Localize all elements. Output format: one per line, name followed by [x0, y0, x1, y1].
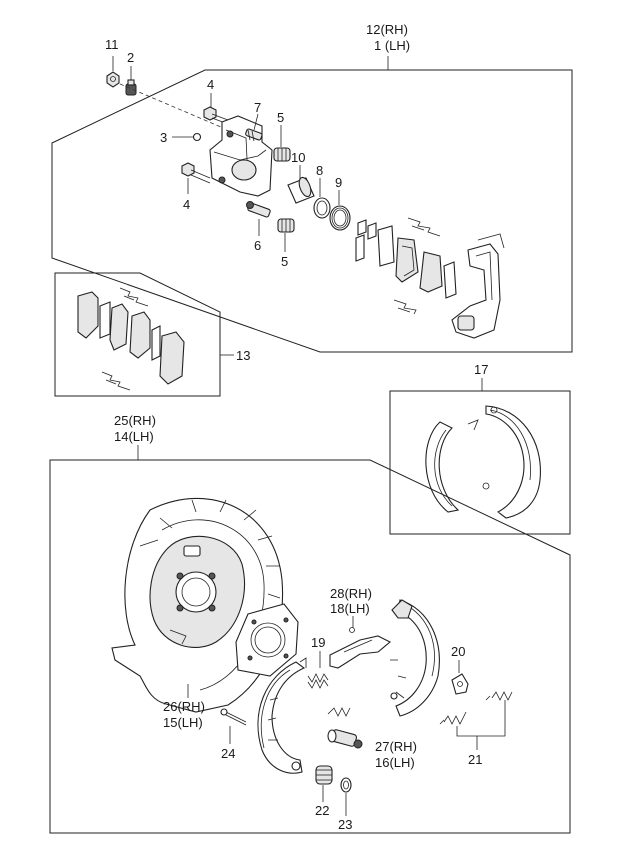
callout-7: 7 — [254, 100, 261, 115]
bolt-11 — [106, 71, 120, 88]
guide-pin-7 — [245, 128, 263, 142]
callout-22: 22 — [315, 803, 329, 818]
adjuster-27 — [327, 707, 363, 749]
parking-shoe-kit-frame — [389, 390, 571, 535]
parking-brake-frame — [49, 459, 571, 834]
parking-lever-28 — [329, 627, 391, 669]
dust-cap-3 — [192, 132, 202, 142]
pin-boot-5-upper — [273, 147, 291, 162]
pin-boot-5-lower — [277, 218, 295, 233]
callout-14-lh: 14(LH) — [114, 429, 154, 444]
callout-4-upper: 4 — [207, 77, 214, 92]
callout-5-lower: 5 — [281, 254, 288, 269]
callout-9: 9 — [335, 175, 342, 190]
callout-2: 2 — [127, 50, 134, 65]
pad-kit-clips — [101, 287, 149, 391]
parking-shoes-set — [425, 405, 541, 519]
brake-pad-outer — [419, 251, 457, 299]
parking-brake-assembly-group — [49, 445, 571, 834]
callout-1-lh: 1 (LH) — [374, 38, 410, 53]
pad-kit-pads — [77, 291, 185, 385]
guide-bolt-4-upper — [203, 106, 229, 125]
clip-20 — [451, 673, 469, 695]
callout-24: 24 — [221, 746, 235, 761]
caliper-housing — [209, 115, 273, 197]
hub-gasket-ring — [235, 603, 299, 677]
anti-squeal-shims — [355, 219, 377, 262]
spring-19 — [307, 673, 329, 689]
parking-brake-shoe-right — [390, 599, 440, 717]
callout-10: 10 — [291, 150, 305, 165]
callout-23: 23 — [338, 817, 352, 832]
callout-labels: 12(RH) 1 (LH) 11 2 3 4 4 7 5 10 8 9 6 5 … — [105, 22, 488, 832]
callout-19: 19 — [311, 635, 325, 650]
callout-6: 6 — [254, 238, 261, 253]
callout-4-lower: 4 — [183, 197, 190, 212]
callout-21: 21 — [468, 752, 482, 767]
hold-down-pin-24 — [220, 708, 247, 726]
callout-5-upper: 5 — [277, 110, 284, 125]
callout-16-lh: 16(LH) — [375, 755, 415, 770]
pad-clips — [393, 217, 441, 315]
piston-boot-9 — [329, 205, 351, 231]
parking-brake-shoe-left — [257, 657, 307, 774]
callout-12-rh: 12(RH) — [366, 22, 408, 37]
springs-21 — [439, 691, 513, 725]
callout-20: 20 — [451, 644, 465, 659]
parking-shoe-kit-group — [389, 378, 571, 535]
guide-bolt-4-lower — [181, 162, 211, 184]
callout-28-rh: 28(RH) — [330, 586, 372, 601]
callout-8: 8 — [316, 163, 323, 178]
callout-3: 3 — [160, 130, 167, 145]
callout-13: 13 — [236, 348, 250, 363]
caliper-assembly-frame — [51, 69, 573, 353]
brake-pad-inner — [377, 225, 419, 283]
retainer-cup-23 — [340, 777, 352, 793]
pad-kit-group — [54, 272, 234, 397]
spring-22 — [315, 765, 333, 785]
callout-17: 17 — [474, 362, 488, 377]
backing-plate — [149, 535, 246, 649]
piston-seal-8 — [313, 197, 331, 219]
callout-18-lh: 18(LH) — [330, 601, 370, 616]
callout-11: 11 — [105, 37, 119, 52]
guide-pin-6 — [246, 201, 271, 218]
caliper-carrier-bracket — [451, 233, 505, 339]
callout-26-rh: 26(RH) — [163, 699, 205, 714]
caliper-assembly-group — [51, 56, 573, 353]
callout-27-rh: 27(RH) — [375, 739, 417, 754]
callout-25-rh: 25(RH) — [114, 413, 156, 428]
pad-kit-frame — [54, 272, 221, 397]
callout-15-lh: 15(LH) — [163, 715, 203, 730]
piston-10 — [287, 176, 315, 204]
